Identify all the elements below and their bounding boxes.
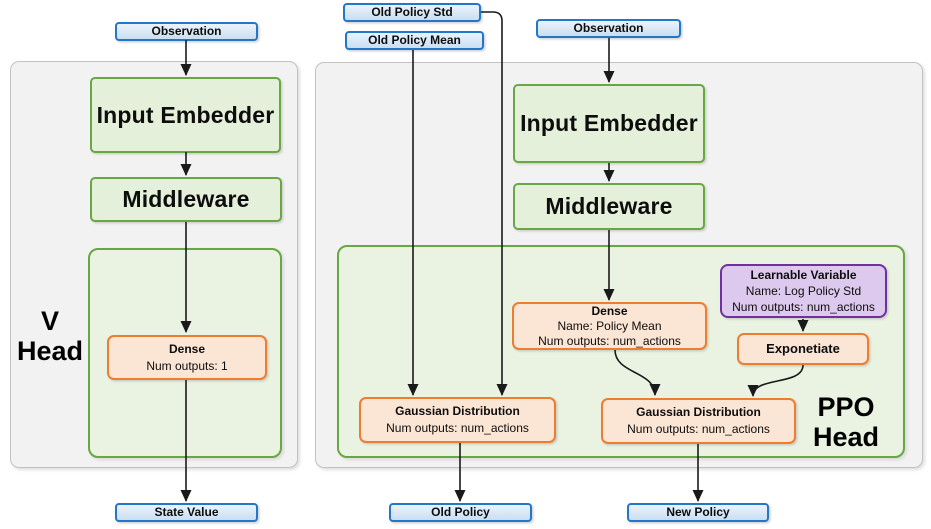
old-policy-output-label: Old Policy [431,505,490,519]
gaussian-distribution-new-node: Gaussian Distribution Num outputs: num_a… [601,398,796,444]
old-policy-mean-node: Old Policy Mean [345,31,484,50]
v-head-title: V Head [12,306,88,366]
v-head-title-line1: V [40,306,59,336]
dense-name-ppo: Name: Policy Mean [557,318,662,333]
dense-policy-mean-node: Dense Name: Policy Mean Num outputs: num… [512,302,707,350]
ppo-head-title-line1: PPO [817,392,875,422]
middleware-label-v: Middleware [122,186,250,213]
dense-title-v: Dense [168,341,206,356]
learnable-variable-outputs: Num outputs: num_actions [732,300,875,314]
old-policy-mean-label: Old Policy Mean [368,33,461,47]
learnable-variable-node: Learnable Variable Name: Log Policy Std … [720,264,887,318]
exponentiate-label: Exponetiate [766,340,840,356]
old-policy-std-label: Old Policy Std [371,5,453,19]
observation-node-ppo: Observation [536,19,681,38]
state-value-label: State Value [154,505,219,519]
input-embedder-node-ppo: Input Embedder [513,84,705,163]
observation-label-v: Observation [151,24,222,38]
gaussian-new-title: Gaussian Distribution [636,405,761,419]
ppo-head-title: PPO Head [800,392,892,452]
gaussian-distribution-old-node: Gaussian Distribution Num outputs: num_a… [359,397,556,443]
new-policy-output-node: New Policy [627,503,769,522]
observation-label-ppo: Observation [573,21,644,35]
middleware-label-ppo: Middleware [545,193,673,220]
old-policy-output-node: Old Policy [389,503,532,522]
input-embedder-label-v: Input Embedder [96,101,275,128]
learnable-variable-name: Name: Log Policy Std [745,284,862,298]
gaussian-old-title: Gaussian Distribution [395,404,520,418]
new-policy-output-label: New Policy [666,505,730,519]
middleware-node-v: Middleware [90,177,282,222]
exponentiate-node: Exponetiate [737,333,869,365]
state-value-node: State Value [115,503,258,522]
ppo-head-title-line2: Head [812,422,880,452]
input-embedder-label-ppo: Input Embedder [520,110,698,137]
dense-outputs-ppo: Num outputs: num_actions [538,333,681,348]
gaussian-old-outputs: Num outputs: num_actions [386,421,529,435]
v-head-title-line2: Head [16,336,84,366]
gaussian-new-outputs: Num outputs: num_actions [627,422,770,436]
dense-node-v: Dense Num outputs: 1 [107,335,267,380]
observation-node-v: Observation [115,22,258,41]
old-policy-std-node: Old Policy Std [343,3,481,22]
input-embedder-node-v: Input Embedder [90,77,281,153]
dense-outputs-v: Num outputs: 1 [146,358,228,373]
learnable-variable-title: Learnable Variable [750,268,857,282]
dense-title-ppo: Dense [591,303,628,318]
middleware-node-ppo: Middleware [513,183,705,230]
